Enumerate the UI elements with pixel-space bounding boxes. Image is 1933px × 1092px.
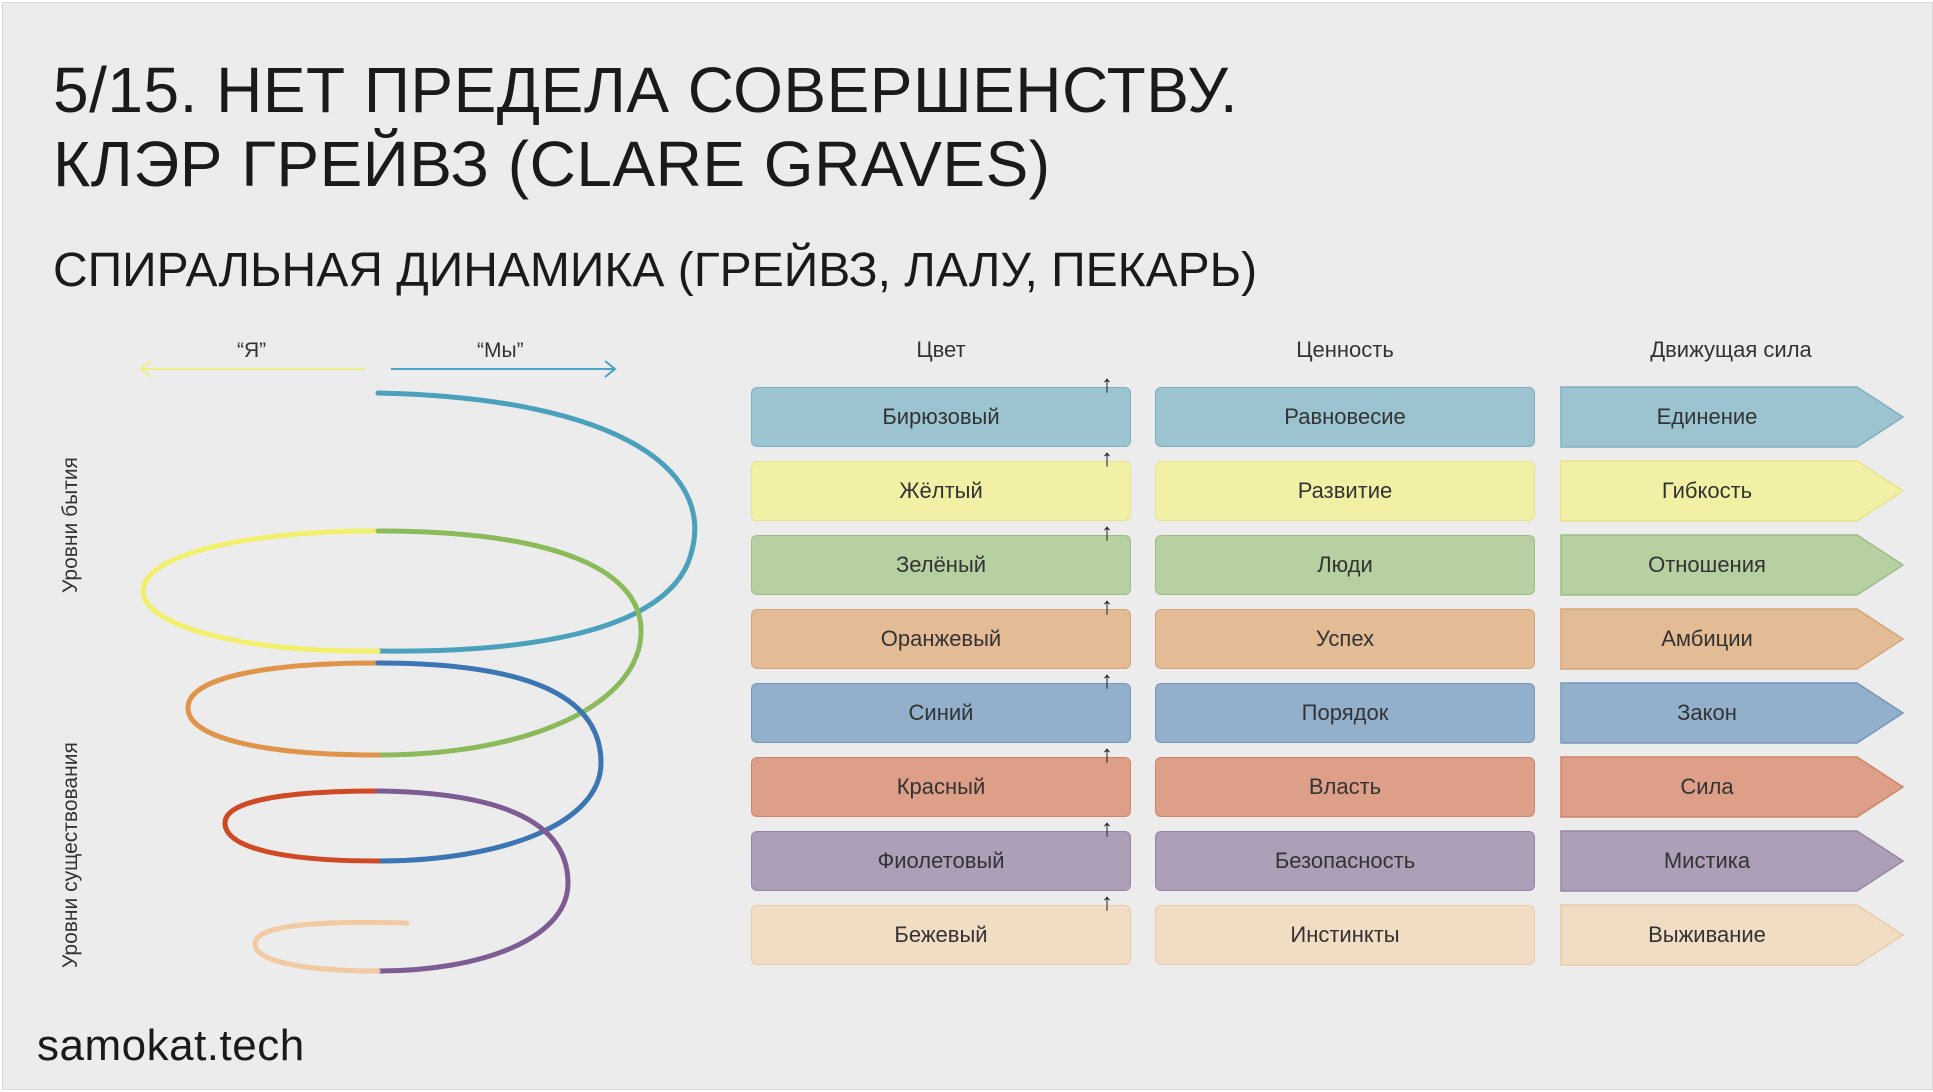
force-cell: Закон — [1677, 700, 1737, 725]
color-cell: Бежевый — [751, 905, 1131, 965]
color-cell: Красный — [751, 757, 1131, 817]
force-cell: Мистика — [1663, 848, 1751, 873]
up-arrow-icon: ↑ — [1101, 889, 1113, 916]
spiral-turquoise — [375, 390, 698, 654]
color-cell: Зелёный — [751, 535, 1131, 595]
force-cell: Гибкость — [1661, 478, 1753, 503]
color-cell: Оранжевый — [751, 609, 1131, 669]
spiral-red — [222, 788, 381, 864]
column-header-color: Цвет — [916, 337, 966, 362]
title-line-1: 5/15. НЕТ ПРЕДЕЛА СОВЕРШЕНСТВУ. — [53, 54, 1239, 126]
spiral-green — [375, 528, 644, 758]
force-cell: Отношения — [1648, 552, 1766, 577]
up-arrow-icon: ↑ — [1101, 667, 1113, 694]
color-cell: Жёлтый — [751, 461, 1131, 521]
spiral-violet — [375, 788, 571, 974]
value-cell: Безопасность — [1155, 831, 1535, 891]
up-arrow-icon: ↑ — [1101, 815, 1113, 842]
color-cell: Бирюзовый — [751, 387, 1131, 447]
up-arrow-icon: ↑ — [1101, 519, 1113, 546]
force-cell: Сила — [1680, 774, 1734, 799]
page-title: 5/15. НЕТ ПРЕДЕЛА СОВЕРШЕНСТВУ. КЛЭР ГРЕ… — [53, 53, 1238, 201]
force-arrow-shape — [1560, 682, 1905, 744]
value-cell: Люди — [1155, 535, 1535, 595]
axis-label-existence: Уровни существования — [59, 742, 82, 968]
value-cell: Власть — [1155, 757, 1535, 817]
color-cell: Фиолетовый — [751, 831, 1131, 891]
spiral-orange — [185, 660, 381, 758]
title-line-2: КЛЭР ГРЕЙВЗ (CLARE GRAVES) — [53, 128, 1051, 200]
color-cell: Синий — [751, 683, 1131, 743]
up-arrow-icon: ↑ — [1101, 593, 1113, 620]
spiral-diagram — [139, 360, 698, 974]
force-arrow-shape — [1560, 830, 1905, 892]
spiral-blue — [375, 660, 604, 864]
force-arrow-shape — [1560, 756, 1905, 818]
force-cell: Амбиции — [1661, 626, 1753, 651]
value-cell: Порядок — [1155, 683, 1535, 743]
axis-label-being: Уровни бытия — [59, 457, 82, 593]
up-arrow-icon: ↑ — [1101, 371, 1113, 398]
value-cell: Равновесие — [1155, 387, 1535, 447]
force-arrow-shape — [1560, 608, 1905, 670]
value-cell: Инстинкты — [1155, 905, 1535, 965]
up-arrow-icon: ↑ — [1101, 741, 1113, 768]
force-arrow-shape — [1560, 904, 1905, 966]
spiral-beige — [252, 919, 410, 974]
value-cell: Успех — [1155, 609, 1535, 669]
force-cell: Единение — [1656, 404, 1758, 429]
page-subtitle: СПИРАЛЬНАЯ ДИНАМИКА (ГРЕЙВЗ, ЛАЛУ, ПЕКАР… — [53, 244, 1258, 297]
force-cell: Выживание — [1648, 922, 1766, 947]
column-header-force: Движущая сила — [1650, 337, 1812, 362]
spiral-yellow — [140, 528, 381, 654]
force-arrow-shape — [1560, 386, 1905, 448]
brand-logo-text: samokat.tech — [37, 1021, 305, 1070]
right-arrow-label: “Мы” — [477, 339, 524, 362]
force-arrow-shape — [1560, 460, 1905, 522]
up-arrow-icon: ↑ — [1101, 445, 1113, 472]
column-header-value: Ценность — [1296, 337, 1394, 362]
left-arrow-label: “Я” — [237, 339, 267, 362]
right-arrow — [391, 360, 617, 378]
left-arrow — [139, 360, 365, 378]
force-arrow-shape — [1560, 534, 1905, 596]
value-cell: Развитие — [1155, 461, 1535, 521]
